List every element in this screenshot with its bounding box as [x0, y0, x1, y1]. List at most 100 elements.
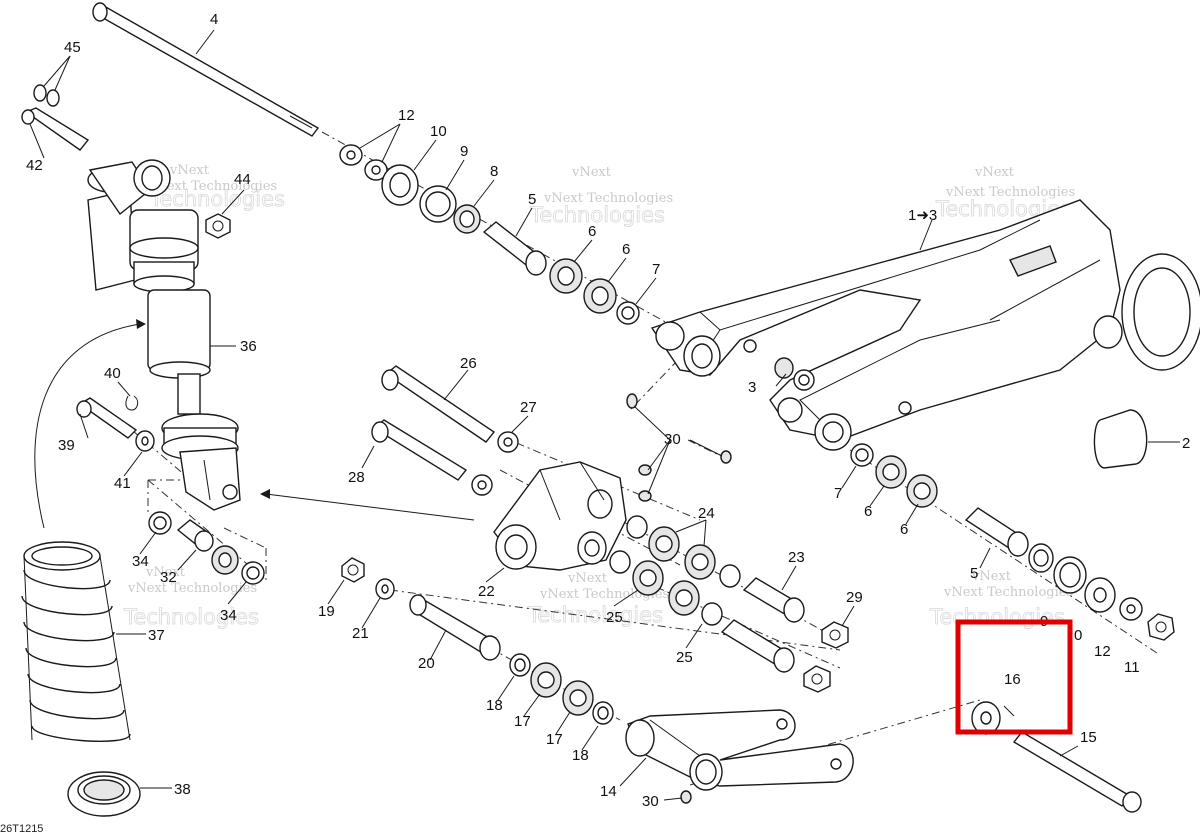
callout-label: 34 [132, 553, 149, 570]
watermark-text: vNext [571, 165, 612, 180]
watermark-text: vNext Technologies [543, 191, 673, 206]
callout-label: 6 [588, 223, 596, 240]
callout-label: 28 [348, 469, 365, 486]
callout-label: 39 [58, 437, 75, 454]
part-10-washer-lower [1084, 577, 1116, 613]
callout-label: 11 [1124, 659, 1140, 676]
watermark-text: vNext [567, 571, 608, 586]
part-23-spacers [720, 577, 805, 673]
callout-label: 7 [652, 261, 660, 278]
part-36-shock-absorber [87, 159, 241, 511]
callout-label: 15 [1080, 729, 1097, 746]
callout-label: 44 [234, 171, 251, 188]
callout-label: 42 [26, 157, 43, 174]
part-27-washer [497, 431, 519, 453]
callout-label: 19 [318, 603, 335, 620]
callout-label: 17 [546, 731, 563, 748]
part-24-bearings [626, 515, 741, 588]
callout-label: 16 [1004, 671, 1021, 688]
part-41-washer [135, 430, 155, 452]
callout-label: 14 [600, 783, 617, 800]
part-9-seal-lower [1028, 543, 1054, 573]
part-1-swing-arm [650, 199, 1200, 451]
part-27-washer-lower [471, 474, 493, 496]
callout-label: 37 [148, 627, 165, 644]
part-10-cap-lower [1053, 556, 1087, 594]
callout-label: 9 [460, 143, 468, 160]
callout-label: 25 [606, 609, 623, 626]
watermark-text: vNext [974, 165, 1015, 180]
callout-label: 18 [572, 747, 589, 764]
callout-label: 26 [460, 355, 477, 372]
watermark-text: vNext Technologies [147, 179, 277, 194]
part-17-bearing-a [530, 662, 562, 698]
callout-label: 6 [900, 521, 908, 538]
callout-label: 4 [210, 11, 218, 28]
part-19-nut [341, 557, 365, 583]
callout-label: 36 [240, 338, 257, 355]
watermark-text: vNext [971, 569, 1012, 584]
callout-label: 8 [490, 163, 498, 180]
part-7-seal-lower [850, 443, 874, 467]
part-21-washer [375, 578, 395, 600]
part-8-ring [453, 204, 481, 234]
highlight-box [955, 619, 1073, 735]
part-9-seal-upper [419, 185, 457, 223]
leader-lines [29, 29, 1180, 801]
callout-label: 5 [970, 565, 978, 582]
watermark-text: vNext [145, 565, 186, 580]
part-42-pin [21, 107, 90, 151]
part-14-link [625, 709, 854, 791]
callout-labels: 4 45 42 44 12 10 9 8 5 6 6 7 1➜3 3 2 36 … [26, 11, 1190, 810]
part-40-cotter-pin [125, 395, 139, 411]
callout-label: 12 [1094, 643, 1111, 660]
part-28-bolt [371, 419, 468, 481]
part-5-bushing-lower [964, 507, 1029, 557]
part-3-bushing [774, 357, 815, 391]
watermarks: vNext vNext Technologies Technologies vN… [123, 163, 1076, 629]
watermark-text: Technologies [929, 605, 1065, 629]
part-2-cap [1093, 409, 1148, 469]
part-15-bolt [1012, 731, 1142, 813]
callout-label: 1➜3 [908, 207, 937, 224]
callout-label: 38 [174, 781, 191, 798]
callout-label: 34 [220, 607, 237, 624]
callout-label: 18 [486, 697, 503, 714]
assembly-arrows [34, 319, 475, 529]
part-25-bearings [609, 550, 723, 626]
part-29-nuts [803, 621, 849, 693]
part-18-seal-a [509, 653, 531, 677]
part-12-washer-upper [339, 144, 388, 181]
callout-label: 29 [846, 589, 863, 606]
callout-label: 41 [114, 475, 131, 492]
callout-label: 12 [398, 107, 415, 124]
callout-label: 24 [698, 505, 715, 522]
part-33-bearing [211, 545, 239, 575]
watermark-text: Technologies [149, 187, 285, 211]
part-6-bearing-upper-b [583, 278, 617, 314]
callout-label: 45 [64, 39, 81, 56]
part-5-bushing-upper [482, 221, 547, 276]
part-26-bolt [381, 365, 496, 443]
callout-label: 6 [864, 503, 872, 520]
part-6-bearing-lower-a [875, 455, 907, 489]
part-16-washer [971, 701, 1001, 735]
part-12-washer-lower [1119, 597, 1143, 621]
part-6-bearing-lower-b [906, 474, 938, 508]
callout-label: 6 [622, 241, 630, 258]
callout-label: 25 [676, 649, 693, 666]
callout-label: 27 [520, 399, 537, 416]
callout-label: 21 [352, 625, 369, 642]
callout-label: 30 [664, 431, 681, 448]
callout-label: 32 [160, 569, 177, 586]
callout-label: 22 [478, 583, 495, 600]
part-7-seal-upper [616, 301, 640, 325]
part-37-coil-spring [21, 541, 131, 742]
callout-label: 10 [430, 123, 447, 140]
watermark-text: vNext Technologies [945, 185, 1075, 200]
reference-code: 26T1215 [0, 823, 43, 834]
watermark-text: vNext Technologies [943, 585, 1073, 600]
part-22-rocker [493, 461, 627, 571]
part-20-spacer [409, 594, 501, 661]
part-17-bearing-b [562, 680, 594, 716]
